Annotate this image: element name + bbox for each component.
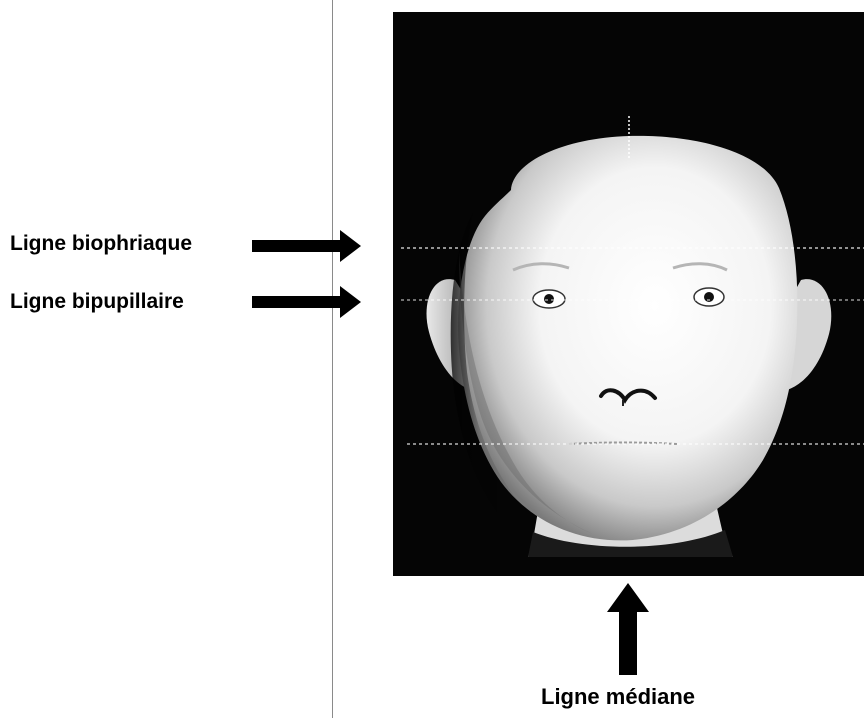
label-ligne-bipupillaire: Ligne bipupillaire [10,291,184,312]
face-illustration [393,12,864,576]
right-arrow-icon [252,229,362,263]
right-eye [694,288,724,306]
face-photo [393,12,864,576]
face-shape [458,136,797,541]
left-eye [533,290,565,308]
right-arrow-icon [252,285,362,319]
up-arrow-icon [606,582,650,676]
label-ligne-mediane: Ligne médiane [541,686,695,708]
label-ligne-biophriaque: Ligne biophriaque [10,233,192,254]
page-divider-line [332,0,333,718]
